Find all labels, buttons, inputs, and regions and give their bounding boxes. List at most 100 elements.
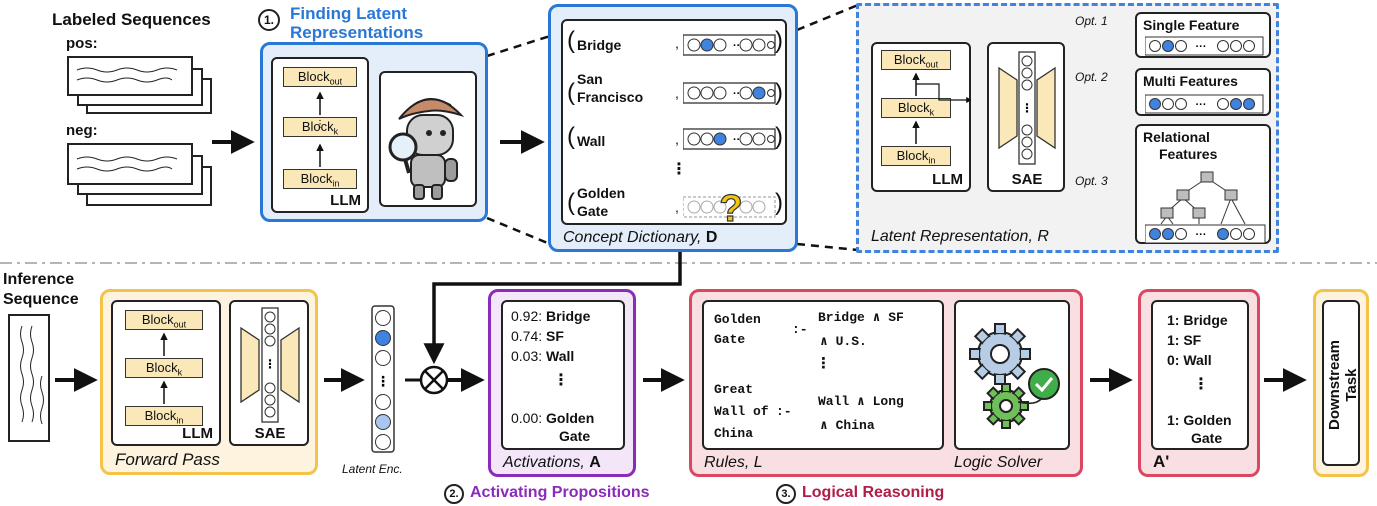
single-feature-label: Single Feature (1143, 17, 1240, 33)
rule1-body-line2: ∧ U.S. (820, 334, 867, 349)
block-k: Blockk (283, 117, 357, 137)
lr-llm-label: LLM (932, 171, 963, 188)
rule2-head-line1: Great (714, 382, 754, 397)
downstream-task-label: Downstream Task (1326, 339, 1360, 431)
inference-title-line1: Inference (3, 271, 75, 288)
fp-sae-icon: ⋮ (240, 307, 300, 423)
svg-text:···: ··· (733, 40, 744, 52)
concept-entry-4-line1: Golden (577, 185, 626, 201)
llm-panel: Blockout Blockk Blockin ⋮ LLM (271, 57, 369, 213)
svg-text:···: ··· (733, 134, 744, 146)
fp-llm-panel: Blockout Blockk Blockin LLM (111, 300, 221, 446)
multi-feature-panel: Multi Features ··· (1135, 68, 1271, 116)
activations-list: 0.92: Bridge 0.74: SF 0.03: Wall ⋮ 0.00:… (501, 300, 625, 450)
forward-pass-caption: Forward Pass (115, 450, 220, 469)
relational-feature-panel: Relational Features ··· (1135, 124, 1271, 244)
fp-block-in: Blockin (125, 406, 203, 426)
svg-text:⋮: ⋮ (1021, 101, 1033, 115)
downstream-task-box: Downstream Task (1313, 289, 1369, 477)
reasoning-box: Golden Gate :- Bridge ∧ SF ∧ U.S. ⋮ Grea… (689, 289, 1083, 477)
inference-title-line2: Sequence (3, 291, 79, 308)
step1-title-line1: Finding Latent (290, 4, 408, 23)
svg-text:⋮: ⋮ (315, 119, 325, 130)
step3-title: Logical Reasoning (802, 484, 945, 501)
activation-vdots: ⋮ (553, 372, 569, 389)
forward-pass-box: Blockout Blockk Blockin LLM ⋮ SAE Forwar… (100, 289, 318, 475)
latent-representation-caption: Latent Representation, R (871, 228, 1049, 245)
svg-text:⋮: ⋮ (376, 373, 390, 389)
option1-label: Opt. 1 (1075, 14, 1108, 28)
gears-check-icon (969, 323, 1060, 429)
step1-box: Blockout Blockk Blockin ⋮ LLM (260, 42, 488, 222)
single-feature-panel: Single Feature ··· (1135, 12, 1271, 58)
fp-block-k: Blockk (125, 358, 203, 378)
labeled-sequences-title: Labeled Sequences (52, 10, 211, 29)
activations-box: 0.92: Bridge 0.74: SF 0.03: Wall ⋮ 0.00:… (488, 289, 636, 477)
concept-entry-2-line1: San (577, 71, 603, 87)
rules-panel: Golden Gate :- Bridge ∧ SF ∧ U.S. ⋮ Grea… (702, 300, 944, 450)
multi-feature-label: Multi Features (1143, 73, 1238, 89)
concept-list: ( Bridge , ) ( San Francisco , ) ( Wall … (561, 19, 787, 227)
detective-robot-icon (388, 98, 465, 200)
concept-entry-2-line2: Francisco (577, 89, 644, 105)
question-mark-icon: ? (719, 188, 742, 227)
rule2-operator: :- (776, 404, 792, 419)
vector-golden-gate-unknown (683, 196, 776, 218)
neg-label: neg: (66, 122, 98, 139)
block-in: Blockin (283, 169, 357, 189)
lr-sae-panel: ⋮ SAE (987, 42, 1065, 192)
rule2-body-line2: ∧ China (820, 418, 875, 433)
downstream-task-panel: Downstream Task (1322, 300, 1360, 466)
option2-label: Opt. 2 (1075, 70, 1108, 84)
logic-solver-caption: Logic Solver (954, 454, 1043, 471)
output-list: 1: Bridge 1: SF 0: Wall ⋮ 1: Golden Gate (1151, 300, 1249, 450)
pos-label: pos: (66, 35, 98, 52)
output-vdots: ⋮ (1193, 376, 1209, 393)
activation-row-wall: 0.03: Wall (511, 348, 575, 364)
sae-icon: ⋮ (998, 51, 1056, 165)
llm-label: LLM (330, 192, 361, 209)
output-row-golden-gate: 1: Golden (1167, 412, 1232, 428)
activation-row-sf: 0.74: SF (511, 328, 564, 344)
rule1-body-line1: Bridge ∧ SF (818, 310, 904, 325)
step2-title: Activating Propositions (470, 484, 650, 501)
output-row-golden-gate-line2: Gate (1191, 430, 1223, 446)
fp-block-out: Blockout (125, 310, 203, 330)
concept-vectors: ··· ··· ··· (683, 34, 776, 227)
step3-number: 3. (776, 484, 796, 504)
rule2-head-line2: Wall of (714, 404, 769, 419)
concept-vdots: ⋮ (671, 161, 687, 178)
lr-sae-label: SAE (1011, 171, 1043, 188)
svg-text:···: ··· (1196, 41, 1207, 53)
relational-label-line1: Relational (1143, 129, 1210, 145)
logic-solver-panel (954, 300, 1070, 450)
svg-text:···: ··· (1196, 229, 1207, 241)
step2-number: 2. (444, 484, 464, 504)
latent-representation-box: Blockout Blockk Blockin LLM ⋮ SAE Opt. 1… (856, 3, 1279, 253)
concept-entry-1: Bridge (577, 37, 622, 53)
step1-title-line2: Representations (290, 23, 424, 42)
concept-dictionary-box: ( Bridge , ) ( San Francisco , ) ( Wall … (548, 4, 798, 252)
detective-robot-panel (379, 71, 477, 207)
latent-encoding-label: Latent Enc. (342, 462, 403, 476)
output-row-sf: 1: SF (1167, 332, 1202, 348)
lr-block-out: Blockout (881, 50, 951, 70)
lr-block-k: Blockk (881, 98, 951, 118)
inference-document (8, 314, 50, 442)
option3-label: Opt. 3 (1075, 174, 1108, 188)
output-box: 1: Bridge 1: SF 0: Wall ⋮ 1: Golden Gate… (1138, 289, 1260, 477)
vector-wall: ··· (683, 128, 776, 150)
svg-text:···: ··· (1196, 99, 1207, 111)
activation-row-golden-gate: 0.00: Golden (511, 410, 595, 426)
activation-row-golden-gate-line2: Gate (559, 428, 591, 444)
rule1-head-line1: Golden (714, 312, 761, 327)
lr-block-in: Blockin (881, 146, 951, 166)
rules-vdots: ⋮ (816, 355, 831, 372)
fp-sae-panel: ⋮ SAE (229, 300, 309, 446)
vector-san-francisco: ··· (683, 82, 776, 104)
fp-sae-label: SAE (254, 425, 286, 442)
activations-caption: Activations, A (503, 454, 601, 471)
relational-tree-icon: ··· (1145, 171, 1266, 244)
output-row-bridge: 1: Bridge (1167, 312, 1228, 328)
block-out: Blockout (283, 67, 357, 87)
